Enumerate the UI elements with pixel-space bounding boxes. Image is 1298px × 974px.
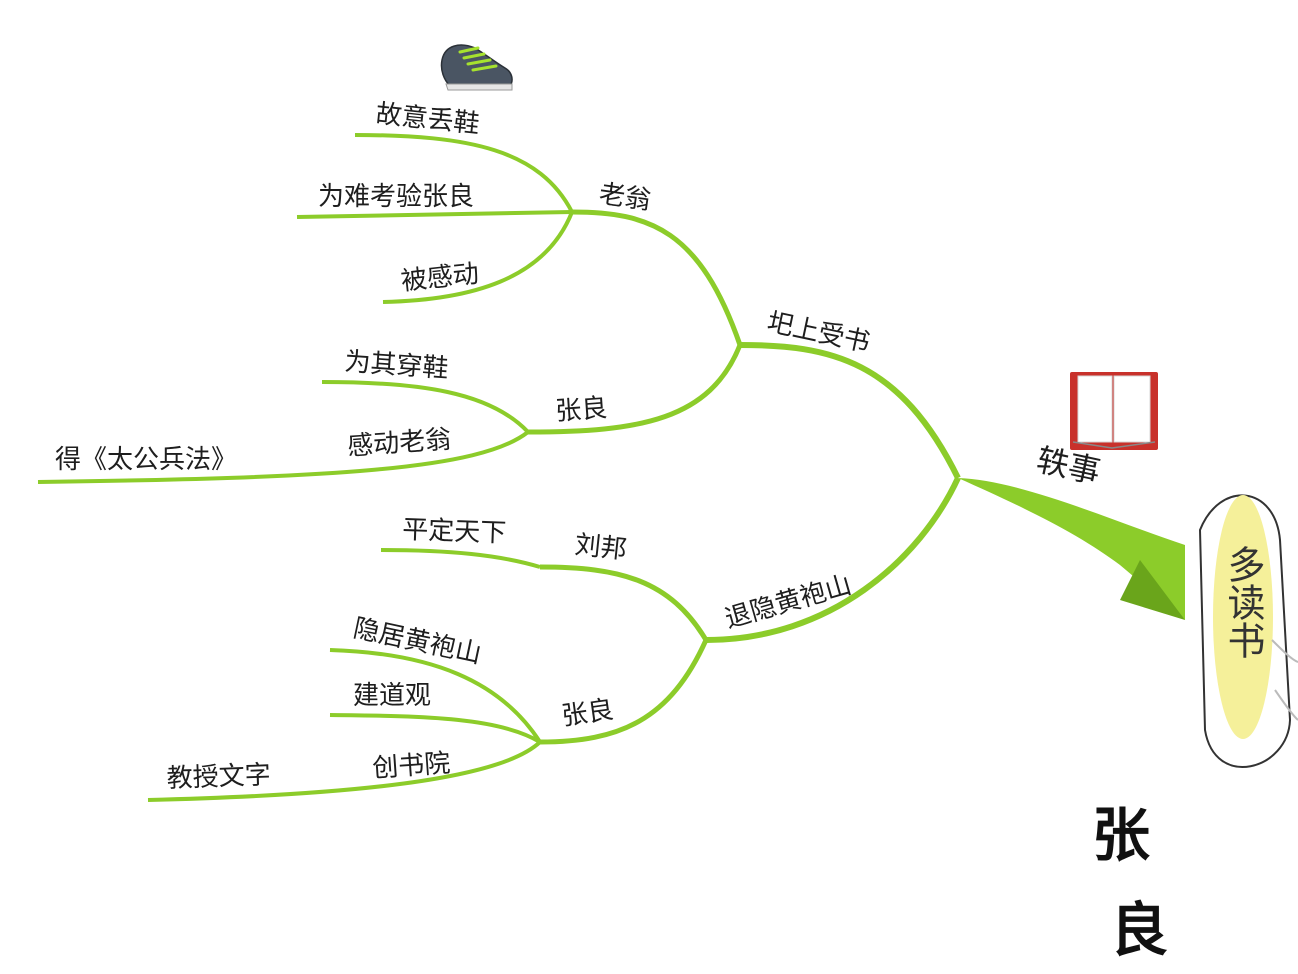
leaf-seclusion bbox=[329, 648, 542, 744]
branch-liubang bbox=[539, 564, 709, 642]
label-oldman: 老翁 bbox=[597, 179, 653, 216]
label-move-oldman: 感动老翁 bbox=[346, 425, 452, 462]
title-char-1: 张 bbox=[1092, 801, 1150, 869]
leaf-put-shoes bbox=[321, 380, 530, 434]
trunk-accent bbox=[1120, 560, 1185, 620]
label-zhang-2: 张良 bbox=[560, 695, 616, 732]
trunk-branch bbox=[958, 478, 1185, 620]
leaf-temple bbox=[329, 713, 542, 744]
label-test: 为难考验张良 bbox=[318, 182, 474, 212]
leaf-moved bbox=[382, 211, 574, 304]
leaf-test bbox=[296, 210, 573, 219]
leaf-academy bbox=[147, 740, 542, 802]
speech-bubble bbox=[1198, 494, 1298, 768]
branch-zhang-2 bbox=[539, 638, 709, 745]
branch-oldman bbox=[571, 209, 743, 346]
title-char-2: 良 bbox=[1110, 896, 1168, 964]
leaf-pacify bbox=[380, 548, 541, 569]
leaf-move-oldman bbox=[37, 430, 530, 484]
shoe-icon bbox=[440, 44, 513, 91]
branch-lower bbox=[705, 476, 961, 643]
book-icon bbox=[1070, 372, 1158, 450]
label-put-shoes: 为其穿鞋 bbox=[344, 347, 450, 384]
leaf-lost-shoe bbox=[354, 133, 574, 213]
label-pacify: 平定天下 bbox=[402, 515, 507, 549]
label-temple: 建道观 bbox=[353, 681, 431, 711]
label-outcome-2: 教授文字 bbox=[166, 760, 271, 794]
label-liubang: 刘邦 bbox=[573, 530, 628, 565]
branch-zhang-1 bbox=[527, 344, 743, 435]
branch-upper bbox=[739, 342, 961, 480]
label-outcome-1: 得《太公兵法》 bbox=[55, 445, 237, 475]
bubble-text: 多读书 bbox=[1221, 545, 1265, 659]
label-academy: 创书院 bbox=[371, 749, 451, 784]
label-zhang-1: 张良 bbox=[554, 393, 608, 427]
